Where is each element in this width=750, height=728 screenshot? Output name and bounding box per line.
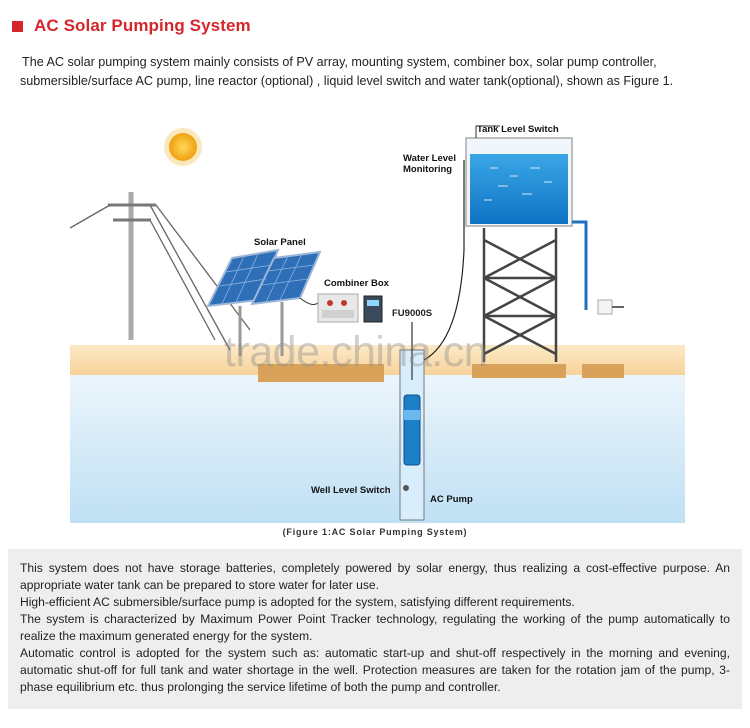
label-combiner-box: Combiner Box: [324, 278, 389, 289]
water-tank-icon: [465, 137, 573, 227]
label-ac-pump: AC Pump: [430, 494, 473, 505]
power-pole-icon: [69, 192, 251, 351]
water-pipe: [423, 160, 465, 361]
description-box: This system does not have storage batter…: [8, 549, 742, 709]
panel-foundation: [258, 364, 384, 382]
description-paragraph: This system does not have storage batter…: [20, 561, 730, 592]
label-monitoring: Monitoring: [403, 164, 453, 175]
description-paragraph: The system is characterized by Maximum P…: [20, 612, 730, 643]
label-well-level-switch: Well Level Switch: [311, 485, 391, 496]
outlet-pipe: [572, 220, 588, 310]
section-header: AC Solar Pumping System: [12, 16, 251, 36]
label-tank-level-switch: Tank Level Switch: [477, 124, 559, 135]
label-solar-panel: Solar Panel: [254, 237, 306, 248]
controller-icon: [363, 295, 383, 323]
tap-icon: [597, 299, 624, 315]
water-tower-icon: [482, 228, 558, 362]
sun-icon: [164, 128, 202, 166]
solar-panel-icon: [206, 248, 322, 356]
red-square-icon: [12, 20, 23, 32]
diagram-illustration: [69, 125, 685, 523]
watermark: trade.china.cn: [224, 328, 488, 376]
label-controller: FU9000S: [392, 308, 433, 319]
ac-pump-icon: [403, 394, 421, 466]
tap-foundation: [582, 364, 624, 378]
system-diagram: Tank Level Switch Water Level Monitoring…: [0, 110, 750, 540]
page-title: AC Solar Pumping System: [34, 16, 251, 35]
description-paragraph: Automatic control is adopted for the sys…: [20, 646, 730, 694]
tower-foundation: [472, 364, 566, 378]
intro-line-2: submersible/surface AC pump, line reacto…: [20, 74, 674, 88]
description-paragraph: High-efficient AC submersible/surface pu…: [20, 595, 575, 609]
combiner-box-icon: [317, 293, 359, 323]
figure-caption: (Figure 1:AC Solar Pumping System): [282, 527, 468, 537]
well-level-switch-icon: [403, 485, 409, 491]
label-water-level: Water Level: [403, 153, 456, 164]
tank-level-switch-wire: [475, 125, 500, 138]
intro-line-1: The AC solar pumping system mainly consi…: [22, 55, 657, 69]
intro-text: The AC solar pumping system mainly consi…: [20, 53, 732, 91]
underground-area: [70, 368, 685, 523]
